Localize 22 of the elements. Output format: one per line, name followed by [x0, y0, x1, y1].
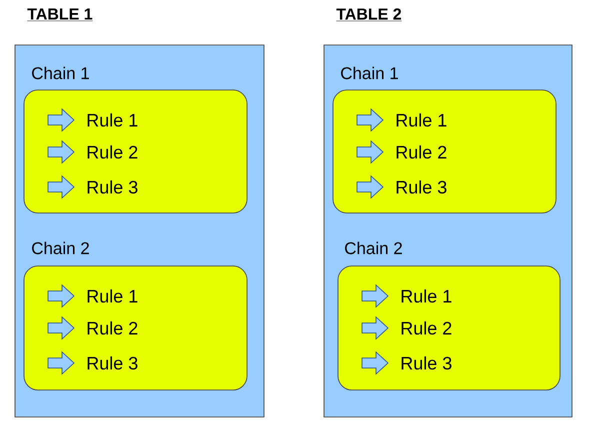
node-label: TABLE 1: [27, 8, 92, 20]
rule-label: Rule 3: [402, 356, 452, 370]
rule-label: Rule 2: [402, 321, 452, 335]
rule-label: Rule 3: [88, 356, 138, 370]
chain-box: [338, 266, 560, 390]
rule-label: Rule 1: [396, 113, 446, 127]
chain-heading: Chain 1: [32, 66, 89, 80]
chain-box: [332, 90, 556, 214]
chain-heading: Chain 1: [341, 66, 398, 80]
rule-label: Rule 2: [396, 145, 446, 159]
rule-label: Rule 1: [402, 289, 452, 303]
rule-label: Rule 2: [88, 321, 138, 335]
rule-label: Rule 1: [88, 113, 138, 127]
chain-box: [24, 90, 248, 214]
rule-label: Rule 1: [88, 289, 138, 303]
chain-box: [24, 266, 248, 390]
chain-heading: Chain 2: [345, 242, 402, 254]
rule-label: Rule 3: [88, 180, 138, 194]
node-label: TABLE 2: [336, 8, 402, 20]
rule-label: Rule 2: [88, 145, 138, 159]
rule-label: Rule 3: [396, 180, 446, 194]
chain-heading: Chain 2: [32, 242, 89, 254]
